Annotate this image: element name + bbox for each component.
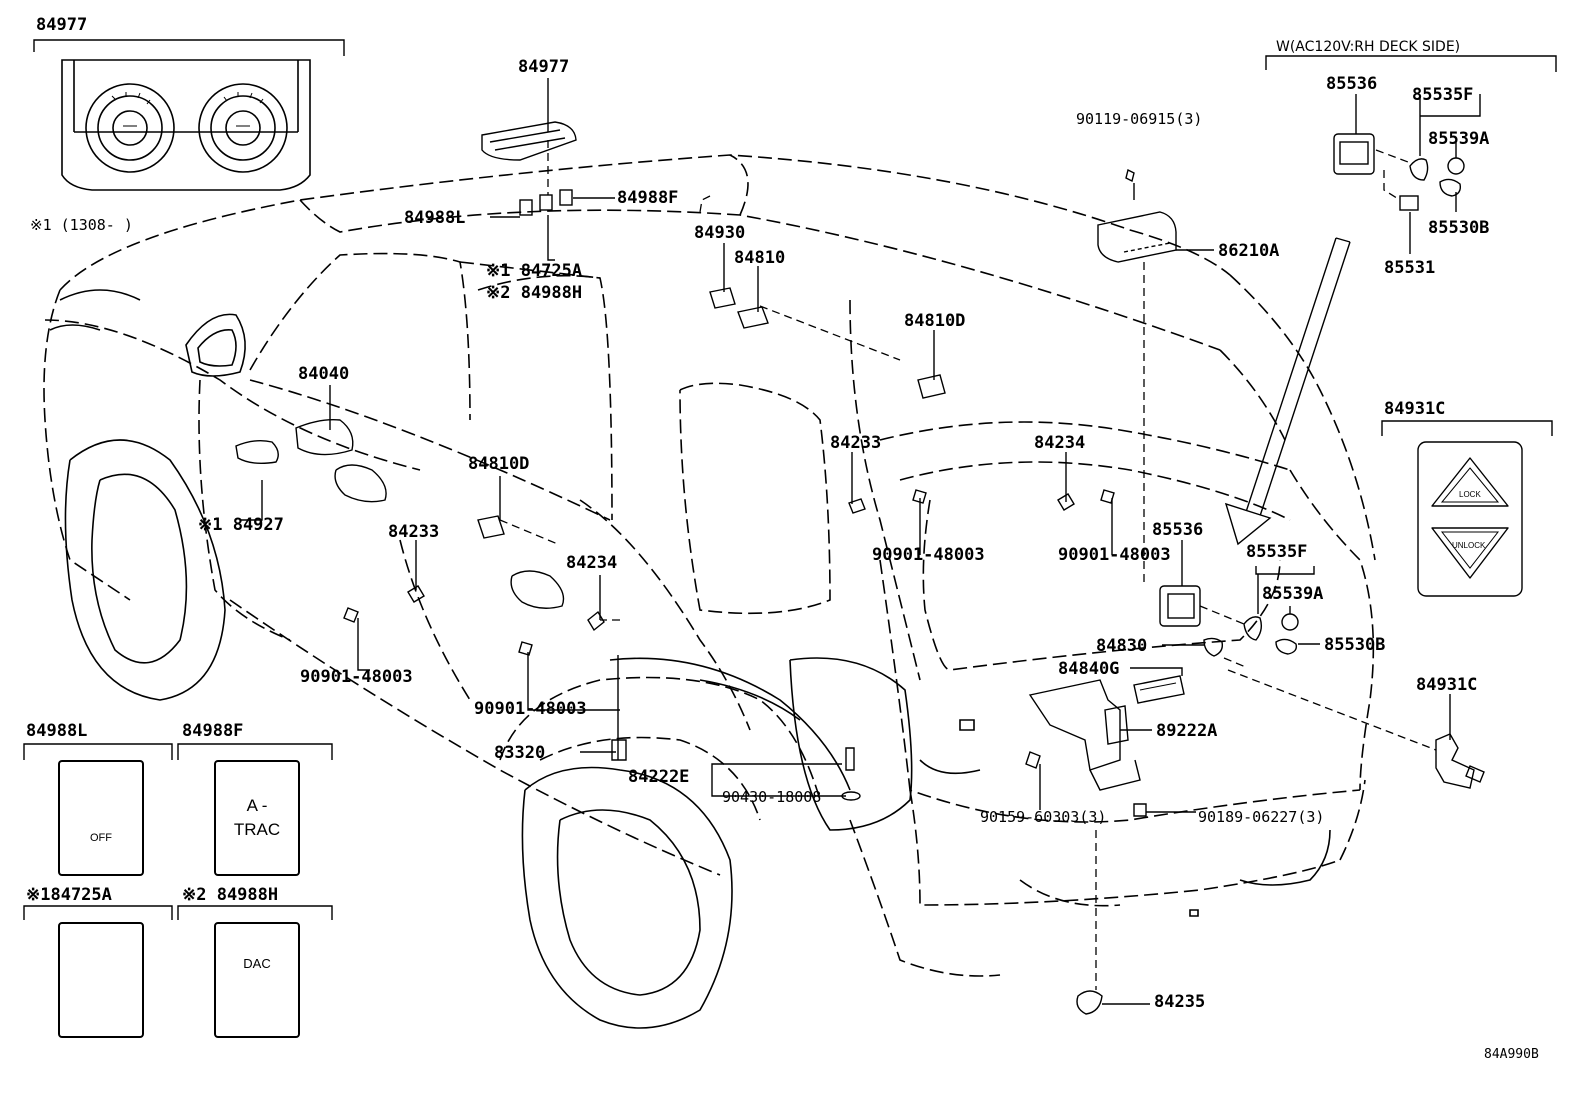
label-84988H: ※2 84988H	[486, 283, 583, 303]
traction-off-switch: OFF	[58, 760, 144, 876]
label-1308-note: ※1 (1308- )	[30, 216, 133, 234]
label-84988F: 84988F	[617, 188, 679, 208]
label-84988L-box: 84988L	[26, 721, 88, 741]
4wd-switch	[58, 922, 144, 1038]
lock-button-text: LOCK	[1459, 490, 1481, 499]
label-84222E: 84222E	[628, 767, 690, 787]
label-84233-right: 84233	[830, 433, 882, 453]
label-90159: 90159-60303(3)	[980, 808, 1107, 826]
label-84810D-mid: 84810D	[468, 454, 530, 474]
label-deck-side-header: W(AC120V:RH DECK SIDE)	[1276, 39, 1461, 55]
dac-switch: DAC	[214, 922, 300, 1038]
label-90901-d: 90901-48003	[1058, 545, 1171, 565]
label-85530B-bottom: 85530B	[1324, 635, 1386, 655]
label-84810: 84810	[734, 248, 786, 268]
label-84725A-box: ※184725A	[26, 885, 112, 905]
front-wheel	[49, 289, 246, 701]
label-90189: 90189-06227(3)	[1198, 808, 1325, 826]
label-89222A: 89222A	[1156, 721, 1218, 741]
label-85536-bottom: 85536	[1152, 520, 1204, 540]
dac-text: DAC	[243, 956, 271, 971]
label-85539A-top: 85539A	[1428, 129, 1490, 149]
label-84725A: ※1 84725A	[486, 261, 583, 281]
label-85536-top: 85536	[1326, 74, 1378, 94]
label-90430: 90430-18008	[722, 788, 822, 806]
label-83320: 83320	[494, 743, 546, 763]
rear-wheel	[521, 657, 851, 1029]
label-84810D-top: 84810D	[904, 311, 966, 331]
label-84931C-inset: 84931C	[1384, 399, 1446, 419]
label-84840G: 84840G	[1058, 659, 1120, 679]
dashed-relation-lines	[499, 140, 1437, 990]
parts-sketches	[235, 121, 1523, 1015]
label-90901-c: 90901-48003	[872, 545, 985, 565]
label-85539A-bottom: 85539A	[1262, 584, 1324, 604]
diagram-code: 84A990B	[1484, 1047, 1539, 1062]
label-84235: 84235	[1154, 992, 1206, 1012]
vehicle-body	[43, 154, 1376, 977]
label-90119: 90119-06915(3)	[1076, 110, 1203, 128]
label-84988L: 84988L	[404, 208, 466, 228]
leader-lines	[240, 78, 1481, 1005]
climate-panel-drawing	[61, 59, 311, 191]
atrac-line1: A -	[246, 796, 268, 815]
label-85530B-top: 85530B	[1428, 218, 1490, 238]
label-85535F-top: 85535F	[1412, 85, 1474, 105]
atrac-line2: TRAC	[233, 820, 281, 839]
label-84234-left: 84234	[566, 553, 618, 573]
label-90901-b: 90901-48003	[474, 699, 587, 719]
label-84233-left: 84233	[388, 522, 440, 542]
label-84830: 84830	[1096, 636, 1148, 656]
label-84931C: 84931C	[1416, 675, 1478, 695]
deck-side-arrow	[1224, 237, 1351, 546]
label-86210A: 86210A	[1218, 241, 1280, 261]
label-85535F-bottom: 85535F	[1246, 542, 1308, 562]
label-84040: 84040	[298, 364, 350, 384]
label-90901-a: 90901-48003	[300, 667, 413, 687]
label-84930: 84930	[694, 223, 746, 243]
label-84988F-box: 84988F	[182, 721, 244, 741]
label-84977: 84977	[518, 57, 570, 77]
off-text: OFF	[90, 832, 112, 844]
rear-details	[789, 657, 1331, 917]
atrac-switch: A - TRAC	[214, 760, 300, 876]
label-84988H-box: ※2 84988H	[182, 885, 279, 905]
label-84234-right: 84234	[1034, 433, 1086, 453]
label-84977-inset: 84977	[36, 15, 88, 35]
inset-brackets	[23, 39, 1557, 920]
label-84927: ※1 84927	[198, 515, 284, 535]
unlock-button-text: UNLOCK	[1452, 541, 1486, 550]
label-85531: 85531	[1384, 258, 1436, 278]
